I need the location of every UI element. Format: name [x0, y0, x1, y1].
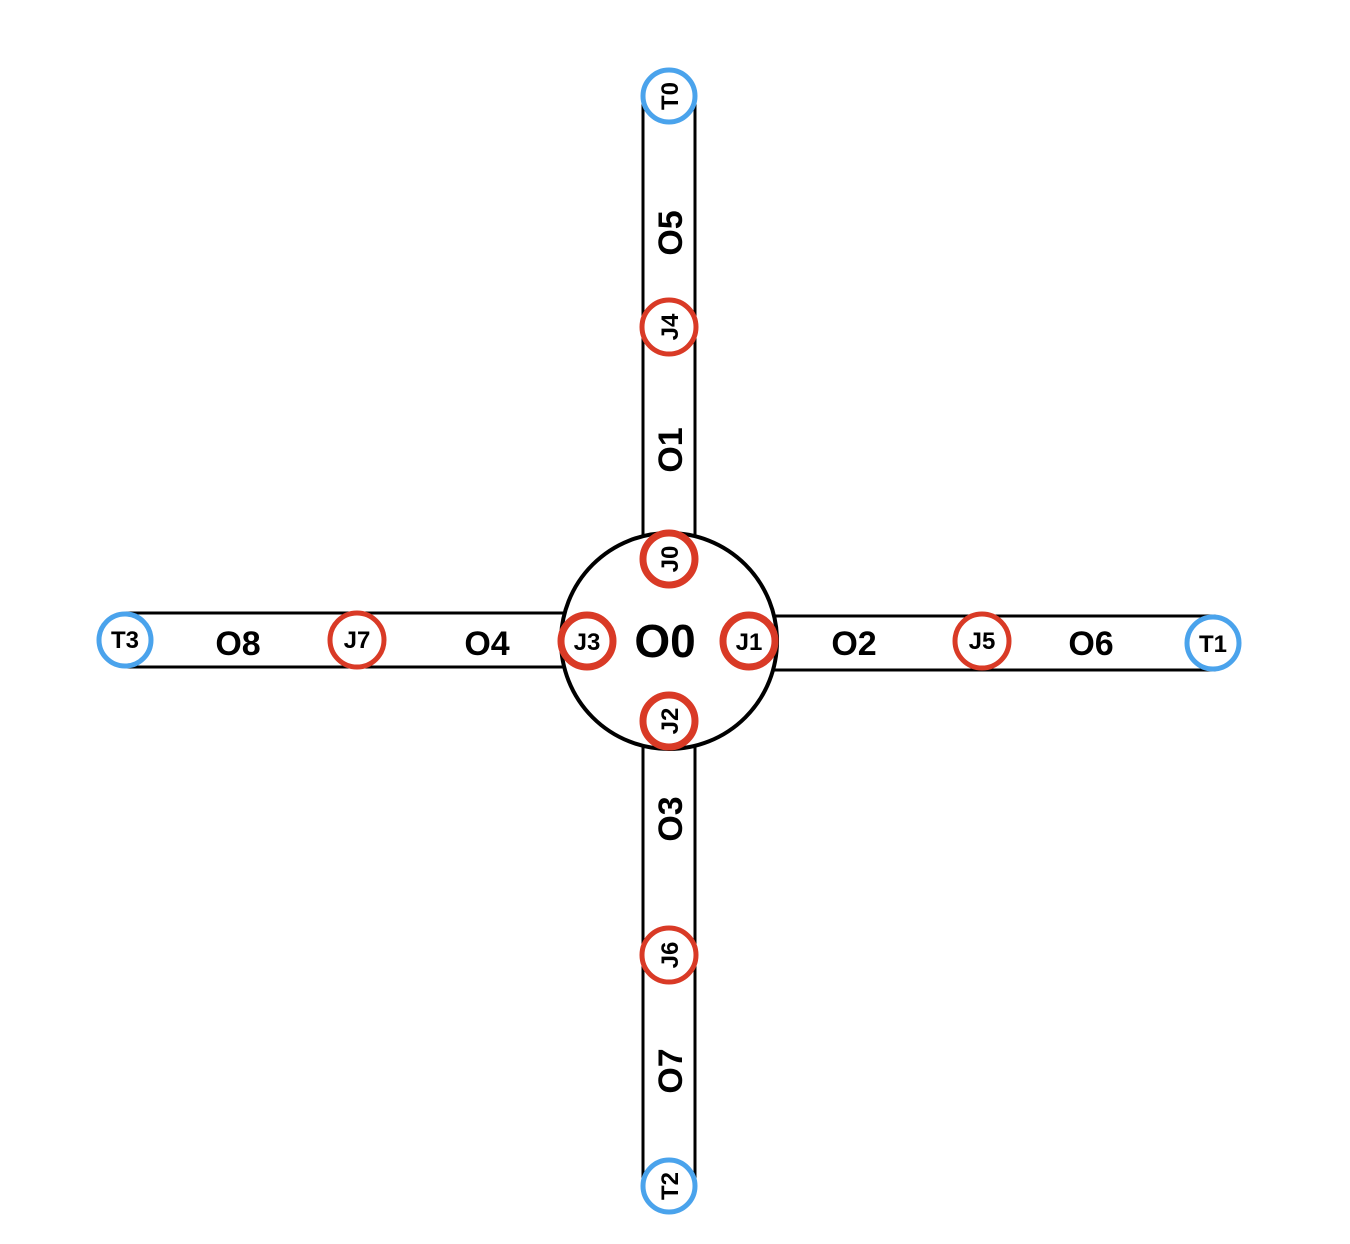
joint-label-j5: J5 [969, 628, 996, 655]
joint-ring [557, 611, 617, 671]
joint-ring [327, 610, 387, 670]
segment-label-o1: O1 [652, 427, 690, 472]
terminal-node-t3[interactable]: T3 [96, 611, 154, 669]
joint-node-j7[interactable]: J7 [327, 610, 387, 670]
joint-node-j3[interactable]: J3 [557, 611, 617, 671]
segment-label-o3: O3 [652, 796, 690, 841]
joint-label-j1: J1 [736, 629, 763, 656]
joint-ring [952, 611, 1012, 671]
segment-label-o6: O6 [1068, 625, 1113, 663]
joint-ring [719, 611, 779, 671]
terminal-node-t1[interactable]: T1 [1184, 614, 1242, 672]
terminal-label-t1: T1 [1199, 631, 1227, 658]
segment-label-o2: O2 [831, 625, 876, 663]
joint-ring [639, 691, 699, 751]
terminal-ring [96, 611, 154, 669]
joint-node-j6[interactable]: J6 [639, 925, 699, 985]
joint-label-j4: J4 [657, 313, 684, 340]
segment-label-o7: O7 [652, 1048, 690, 1093]
segment-label-o8: O8 [215, 625, 260, 663]
terminal-label-t3: T3 [111, 627, 139, 654]
terminal-label-t0: T0 [657, 82, 684, 110]
terminal-ring [640, 67, 698, 125]
joint-label-j0: J0 [657, 546, 684, 573]
joint-label-j6: J6 [657, 942, 684, 969]
joint-node-j5[interactable]: J5 [952, 611, 1012, 671]
joint-node-j4[interactable]: J4 [639, 297, 699, 357]
terminal-ring [1184, 614, 1242, 672]
joint-label-j3: J3 [574, 629, 601, 656]
terminal-node-t2[interactable]: T2 [640, 1157, 698, 1215]
joint-ring [639, 925, 699, 985]
joint-node-j0[interactable]: J0 [639, 529, 699, 589]
joint-node-j1[interactable]: J1 [719, 611, 779, 671]
segment-label-o5: O5 [652, 210, 690, 255]
joint-ring [639, 529, 699, 589]
joint-label-j7: J7 [344, 627, 371, 654]
hub-label: O0 [634, 615, 695, 667]
joint-node-j2[interactable]: J2 [639, 691, 699, 751]
terminal-ring [640, 1157, 698, 1215]
terminal-node-t0[interactable]: T0 [640, 67, 698, 125]
joint-label-j2: J2 [657, 708, 684, 735]
segment-label-o4: O4 [464, 625, 509, 663]
joint-ring [639, 297, 699, 357]
terminal-label-t2: T2 [657, 1172, 684, 1200]
